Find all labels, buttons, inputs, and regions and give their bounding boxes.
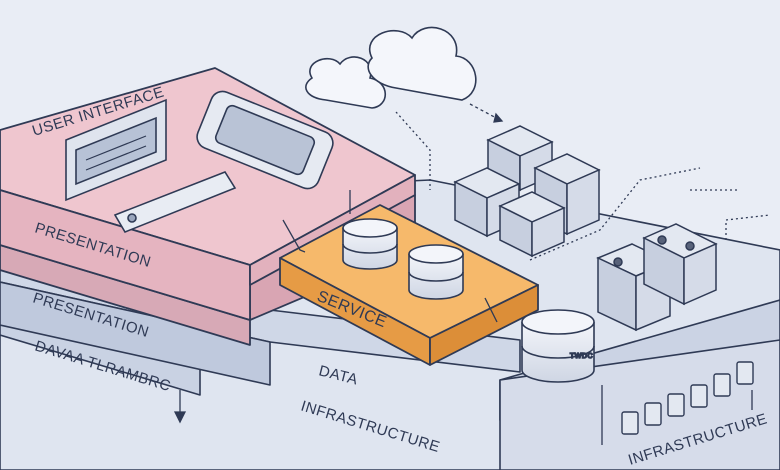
database-icon: TWDC [521, 309, 595, 383]
connectors [173, 103, 771, 445]
keyboard-icon [113, 171, 237, 233]
monitor-icon [65, 98, 167, 202]
db-tag: TWDC [570, 353, 593, 360]
phone-icon [196, 90, 334, 190]
database-icon [408, 244, 464, 300]
switch-icon [621, 361, 754, 435]
server-rack-icon [596, 223, 718, 332]
cloud-icon [305, 26, 477, 109]
database-icon [342, 218, 398, 270]
server-rack-icon [453, 125, 601, 258]
